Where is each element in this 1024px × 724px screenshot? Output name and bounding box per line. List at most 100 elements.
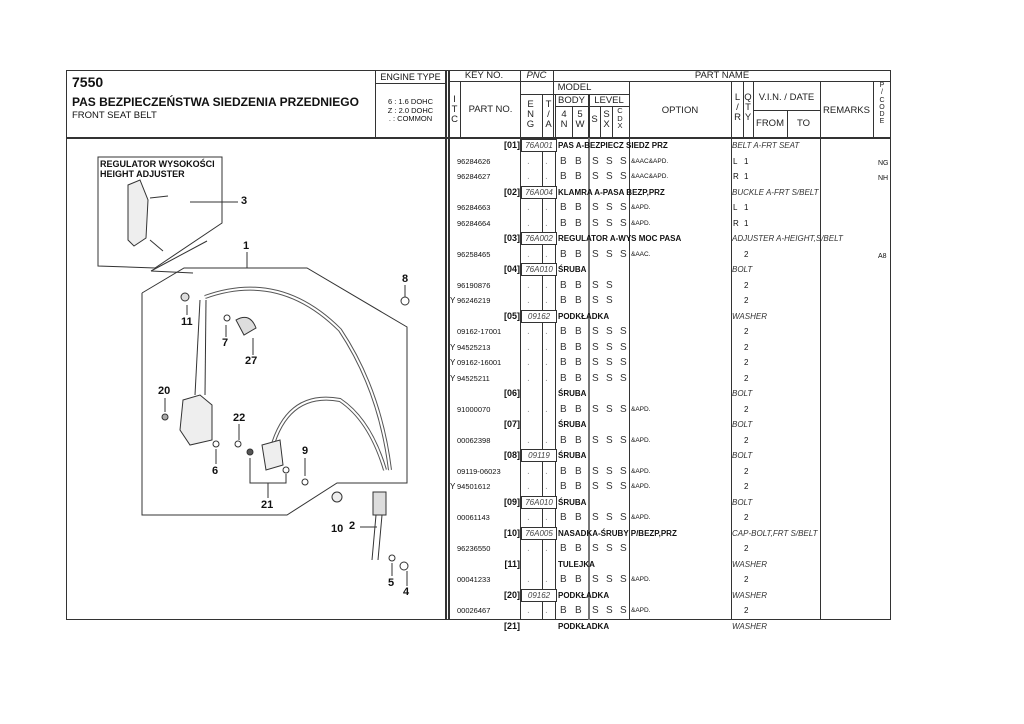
callout-20: 20 [158,385,171,397]
level-s: S [592,481,599,492]
part-name-english: WASHER [732,621,767,631]
eng-value: . [527,341,530,353]
part-number: 91000070 [457,404,491,414]
part-number: 96190876 [457,280,491,290]
buckle [372,491,387,516]
body-4n: B [560,295,567,306]
body-4n: B [560,512,567,523]
level-cdx: S [620,543,627,554]
eng-value: . [527,171,530,182]
divider [553,70,554,137]
qty-value: 2 [744,342,749,352]
qty-value: 1 [744,172,749,181]
divider [588,138,590,620]
col-4n: 4 N [560,109,568,130]
level-sx: S [606,341,613,353]
col-level: LEVEL [594,95,624,106]
part-name-polish: ŚRUBA [558,389,587,398]
level-sx: S [606,217,613,229]
level-s: S [592,605,599,616]
level-s: S [592,217,599,229]
body-4n: B [560,465,567,477]
level-s: S [592,171,599,182]
divider [375,70,376,137]
part-name-english: ADJUSTER A-HEIGHT,S/BELT [732,234,843,243]
level-cdx: S [620,248,627,260]
key-number: [09] [503,496,520,507]
part-number: 96284664 [457,218,491,228]
eng-value: . [527,574,530,585]
ta-value: . [545,434,548,446]
part-number: 00026467 [457,606,491,615]
divider [753,81,754,137]
ta-value: . [545,574,548,585]
level-sx: S [606,357,613,368]
level-s: S [592,357,599,368]
part-name-polish: ŚRUBA [558,420,587,429]
body-5w: B [575,574,582,585]
option: &APD. [631,483,651,490]
body-4n: B [560,248,567,260]
body-4n: B [560,403,567,415]
divider [66,137,891,139]
col-5w: 5 W [575,109,585,130]
pcode-value: NH [878,175,889,182]
callout-22: 22 [233,412,246,424]
option: &APD. [631,576,651,583]
engine-type: 6 : 1.6 DOHC [387,97,433,106]
body-4n: B [560,574,567,585]
col-model: MODEL [557,82,592,93]
part-number: 00062398 [457,435,491,445]
part-number: 94501612 [457,482,491,491]
divider [572,106,573,137]
body-5w: B [575,403,582,415]
ta-value: . [545,279,548,291]
callout-7: 7 [222,337,229,349]
level-sx: S [606,434,613,446]
retractor [179,394,213,446]
body-5w: B [575,279,582,291]
body-4n: B [560,171,567,182]
ta-value: . [545,512,548,523]
ta-value: . [545,465,548,477]
part-number: 96284626 [457,156,491,166]
page-frame [66,70,891,620]
part-name-english: WASHER [732,311,767,321]
level-cdx: S [620,372,627,384]
level-s: S [592,543,599,554]
col-part-name: PART NAME [694,70,750,81]
part-name-english: WASHER [732,590,767,600]
body-4n: B [560,279,567,291]
ta-value: . [545,372,548,384]
part-name-polish: NASADKA-ŚRUBY P/BEZP,PRZ [558,528,677,538]
body-5w: B [575,217,582,229]
level-cdx: S [620,357,627,368]
pnc-code: 09162 [521,309,557,323]
key-number: [04] [503,264,520,274]
level-cdx: S [620,171,627,182]
body-5w: B [575,434,582,446]
level-sx: S [606,202,613,213]
level-sx: S [606,171,613,182]
qty-value: 2 [744,373,749,383]
part-number: 96236550 [457,544,491,553]
level-s: S [592,372,599,384]
key-number: [07] [503,419,520,429]
level-sx: S [606,279,613,291]
body-4n: B [560,217,567,229]
callout-21: 21 [261,499,274,511]
level-s: S [592,202,599,213]
body-5w: B [575,357,582,368]
itc-flag: Y [450,373,456,383]
level-s: S [592,295,599,306]
ta-value: . [545,155,548,167]
